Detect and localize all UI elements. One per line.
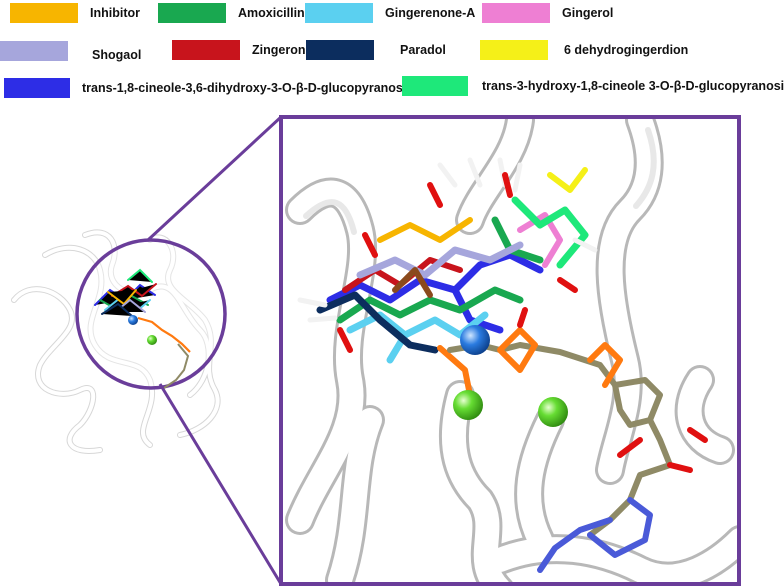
legend-item-zingerone: Zingerone: [172, 40, 312, 60]
ion-green-sphere: [453, 390, 483, 420]
zoom-panel: [279, 115, 741, 586]
protein-overview: [11, 229, 221, 454]
legend-label: trans-1,8-cineole-3,6-dihydroxy-3-O-β-D-…: [82, 81, 421, 95]
legend-item-gingerol: Gingerol: [482, 3, 613, 23]
legend-item-6-dehydrogingerdion: 6 dehydrogingerdion: [480, 40, 688, 60]
legend-label: Shogaol: [92, 48, 142, 62]
legend-swatch: [10, 3, 78, 23]
legend-label: Gingerol: [562, 6, 614, 20]
legend-swatch: [480, 40, 548, 60]
legend-item-shogaol: Shogaol: [0, 40, 141, 62]
zoom-frame: [279, 115, 741, 586]
legend-item-inhibitor: Inhibitor: [10, 3, 140, 23]
legend-swatch: [482, 3, 550, 23]
zoom-region-circle: [75, 238, 227, 390]
legend-label: Zingerone: [252, 43, 313, 57]
connector-line-bottom: [158, 383, 283, 585]
legend-label: Paradol: [400, 43, 446, 57]
legend-swatch: [305, 3, 373, 23]
connector-line-top: [146, 115, 283, 242]
legend-label: Gingerenone-A: [385, 6, 476, 20]
legend-item-amoxicillin: Amoxicillin: [158, 3, 305, 23]
legend-item-paradol: Paradol: [306, 40, 446, 60]
legend-item-gingerenone-a: Gingerenone-A: [305, 3, 475, 23]
legend-swatch: [4, 78, 70, 98]
legend-swatch: [306, 40, 374, 60]
ion-blue-sphere: [460, 325, 490, 355]
ion-green-sphere: [538, 397, 568, 427]
legend-swatch: [402, 76, 468, 96]
legend-label: 6 dehydrogingerdion: [564, 43, 689, 57]
ligand-cluster-mini: [94, 268, 157, 317]
legend-swatch: [0, 41, 68, 61]
legend-label: trans-3-hydroxy-1,8-cineole 3-O-β-D-gluc…: [482, 79, 784, 93]
legend-swatch: [172, 40, 240, 60]
legend-swatch: [158, 3, 226, 23]
protein-tubes: [285, 117, 739, 584]
legend-label: Inhibitor: [90, 6, 140, 20]
legend-item-hydroxy-cineole-glucopyranoside: trans-3-hydroxy-1,8-cineole 3-O-β-D-gluc…: [402, 76, 784, 96]
legend-label: Amoxicillin: [238, 6, 305, 20]
legend-item-cineole-dihydroxy-glucopyranoside: trans-1,8-cineole-3,6-dihydroxy-3-O-β-D-…: [4, 78, 421, 98]
